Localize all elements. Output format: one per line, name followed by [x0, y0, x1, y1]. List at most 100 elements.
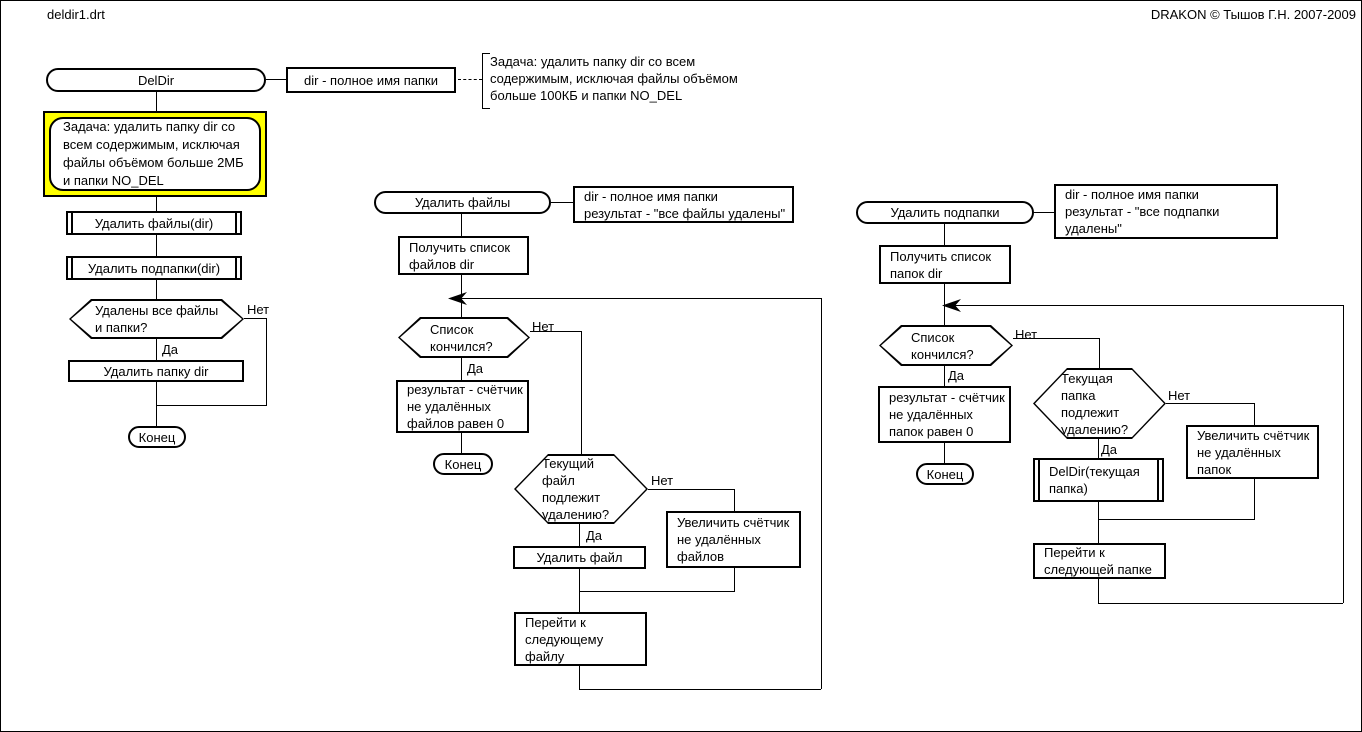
flow-line — [944, 223, 945, 245]
decision-file-list-ended-label: Список кончился? — [400, 319, 528, 356]
end-files-label: Конец — [444, 456, 482, 472]
action-delete-folder-dir-label: Удалить папку dir — [103, 363, 209, 379]
task-note-highlight[interactable]: Задача: удалить папку dir со всем содерж… — [43, 111, 267, 197]
start-terminator-delete-files[interactable]: Удалить файлы — [374, 191, 551, 214]
flow-line — [461, 214, 462, 236]
flow-line — [579, 666, 580, 689]
no-branch-line — [1254, 403, 1255, 425]
yes-label: Да — [467, 361, 484, 376]
decision-current-folder-label: Текущая папка подлежит удалению? — [1035, 370, 1164, 437]
action-increment-file-counter-label: Увеличить счётчик не удалённых файлов — [677, 515, 790, 564]
param-label: dir - полное имя папки — [304, 72, 438, 88]
start-delete-files-label: Удалить файлы — [414, 195, 511, 210]
decision-current-folder[interactable]: Текущая папка подлежит удалению? — [1033, 368, 1166, 439]
comment-link-line — [551, 202, 573, 203]
flow-line — [1098, 579, 1099, 603]
no-label: Нет — [651, 473, 674, 488]
action-next-file-label: Перейти к следующему файлу — [525, 614, 604, 664]
flow-line — [156, 382, 157, 426]
flow-line — [1098, 502, 1099, 543]
flow-line — [156, 280, 157, 299]
action-get-file-list[interactable]: Получить список файлов dir — [398, 236, 529, 275]
document-title: deldir1.drt — [47, 7, 105, 22]
no-branch-line — [1013, 338, 1099, 339]
flow-line — [156, 92, 157, 111]
flow-line — [579, 569, 580, 612]
decision-file-list-ended[interactable]: Список кончился? — [398, 317, 530, 358]
comment-link-dashed — [458, 79, 482, 80]
end-terminator-main[interactable]: Конец — [128, 426, 186, 448]
start-label: DelDir — [137, 72, 175, 88]
action-result-folder-counter[interactable]: результат - счётчик не удалённых папок р… — [878, 386, 1011, 443]
no-branch-line — [530, 331, 581, 332]
start-terminator-deldir[interactable]: DelDir — [46, 68, 266, 92]
action-get-folder-list[interactable]: Получить список папок dir — [879, 245, 1011, 284]
merge-line — [579, 591, 734, 592]
call-deldir-recursive-label: DelDir(текущая папка) — [1049, 464, 1140, 496]
task-note-text: Задача: удалить папку dir со всем содерж… — [63, 119, 244, 188]
flow-line — [266, 79, 286, 80]
no-branch-line — [266, 318, 267, 406]
loop-line — [579, 689, 821, 690]
comment-link-line — [1034, 212, 1054, 213]
action-next-file[interactable]: Перейти к следующему файлу — [514, 612, 647, 666]
call-deldir-recursive[interactable]: DelDir(текущая папка) — [1033, 458, 1164, 502]
no-branch-line — [648, 489, 734, 490]
action-increment-file-counter[interactable]: Увеличить счётчик не удалённых файлов — [666, 511, 801, 568]
no-branch-line — [1099, 338, 1100, 368]
no-branch-line — [1166, 403, 1254, 404]
action-increment-folder-counter-label: Увеличить счётчик не удалённых папок — [1197, 427, 1310, 477]
action-result-file-counter[interactable]: результат - счётчик не удалённых файлов … — [396, 380, 529, 433]
call-delete-subfolders[interactable]: Удалить подпапки(dir) — [66, 256, 242, 280]
call-delete-files[interactable]: Удалить файлы(dir) — [66, 211, 242, 235]
loop-line — [821, 298, 822, 689]
action-increment-folder-counter[interactable]: Увеличить счётчик не удалённых папок — [1186, 425, 1319, 479]
top-comment[interactable]: Задача: удалить папку dir со всем содерж… — [490, 54, 738, 103]
flow-line — [1254, 479, 1255, 520]
action-get-file-list-label: Получить список файлов dir — [409, 239, 511, 272]
action-next-folder[interactable]: Перейти к следующей папке — [1033, 543, 1166, 579]
action-delete-folder-dir[interactable]: Удалить папку dir — [68, 360, 244, 382]
action-delete-file-label: Удалить файл — [536, 550, 623, 565]
flow-line — [461, 433, 462, 453]
decision-all-deleted[interactable]: Удалены все файлы и папки? — [69, 299, 244, 339]
flow-line — [734, 568, 735, 592]
comment-box-files[interactable]: dir - полное имя папки результат - "все … — [573, 186, 794, 223]
end-terminator-folders[interactable]: Конец — [916, 463, 974, 485]
merge-line — [1098, 519, 1254, 520]
param-box[interactable]: dir - полное имя папки — [286, 67, 456, 93]
no-branch-line — [734, 489, 735, 511]
end-terminator-files[interactable]: Конец — [433, 453, 493, 475]
start-delete-subfolders-label: Удалить подпапки — [890, 205, 1000, 220]
action-delete-file[interactable]: Удалить файл — [513, 546, 646, 569]
comment-box-folders[interactable]: dir - полное имя папки результат - "все … — [1054, 184, 1278, 239]
loop-line — [1343, 305, 1344, 603]
decision-folder-list-ended[interactable]: Список кончился? — [879, 325, 1013, 366]
decision-current-file[interactable]: Текущий файл подлежит удалению? — [514, 454, 648, 524]
yes-label: Да — [948, 368, 965, 383]
end-label: Конец — [138, 429, 176, 445]
decision-current-file-label: Текущий файл подлежит удалению? — [516, 456, 646, 522]
start-terminator-delete-subfolders[interactable]: Удалить подпапки — [856, 201, 1034, 224]
flow-line — [461, 358, 462, 380]
flow-line — [156, 197, 157, 211]
app-credit: DRAKON © Тышов Г.Н. 2007-2009 — [1150, 7, 1356, 22]
no-branch-line — [244, 318, 266, 319]
no-branch-line — [156, 405, 266, 406]
yes-label: Да — [586, 528, 603, 543]
comment-bracket — [482, 53, 490, 109]
flow-line — [944, 443, 945, 463]
loop-line — [461, 298, 821, 299]
flow-line — [156, 235, 157, 256]
flow-line — [579, 524, 580, 546]
no-label: Нет — [1168, 388, 1191, 403]
end-folders-label: Конец — [926, 466, 964, 482]
no-label: Нет — [1015, 327, 1038, 342]
flow-line — [944, 366, 945, 386]
no-label: Нет — [532, 319, 555, 334]
call-delete-subfolders-label: Удалить подпапки(dir) — [87, 260, 221, 276]
action-result-file-counter-label: результат - счётчик не удалённых файлов … — [407, 382, 523, 431]
comment-files-text: dir - полное имя папки результат - "все … — [584, 188, 786, 221]
flow-line — [944, 284, 945, 325]
